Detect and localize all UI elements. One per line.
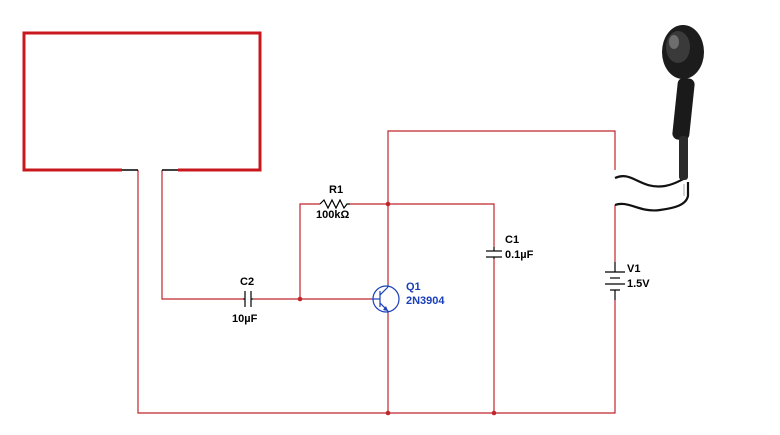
junction-dots: [297, 201, 497, 416]
q1-ref: Q1: [406, 281, 421, 293]
battery-v1: V1 1.5V: [605, 262, 650, 300]
wires: [137, 130, 616, 414]
resistor-r1: R1 100kΩ: [316, 184, 350, 221]
earphone-icon: [614, 25, 704, 212]
loop-antenna: [22, 31, 262, 172]
q1-value: 2N3904: [406, 295, 445, 307]
c2-value: 10µF: [232, 313, 258, 325]
v1-ref: V1: [627, 263, 640, 275]
v1-value: 1.5V: [627, 278, 650, 290]
c1-value: 0.1µF: [505, 249, 534, 261]
c2-ref: C2: [240, 276, 254, 288]
r1-value: 100kΩ: [316, 209, 349, 221]
capacitor-c1: C1 0.1µF: [486, 234, 534, 261]
c1-ref: C1: [505, 234, 519, 246]
r1-ref: R1: [329, 184, 343, 196]
transistor-q1: Q1 2N3904: [372, 281, 445, 313]
capacitor-c2: C2 10µF: [232, 276, 258, 325]
